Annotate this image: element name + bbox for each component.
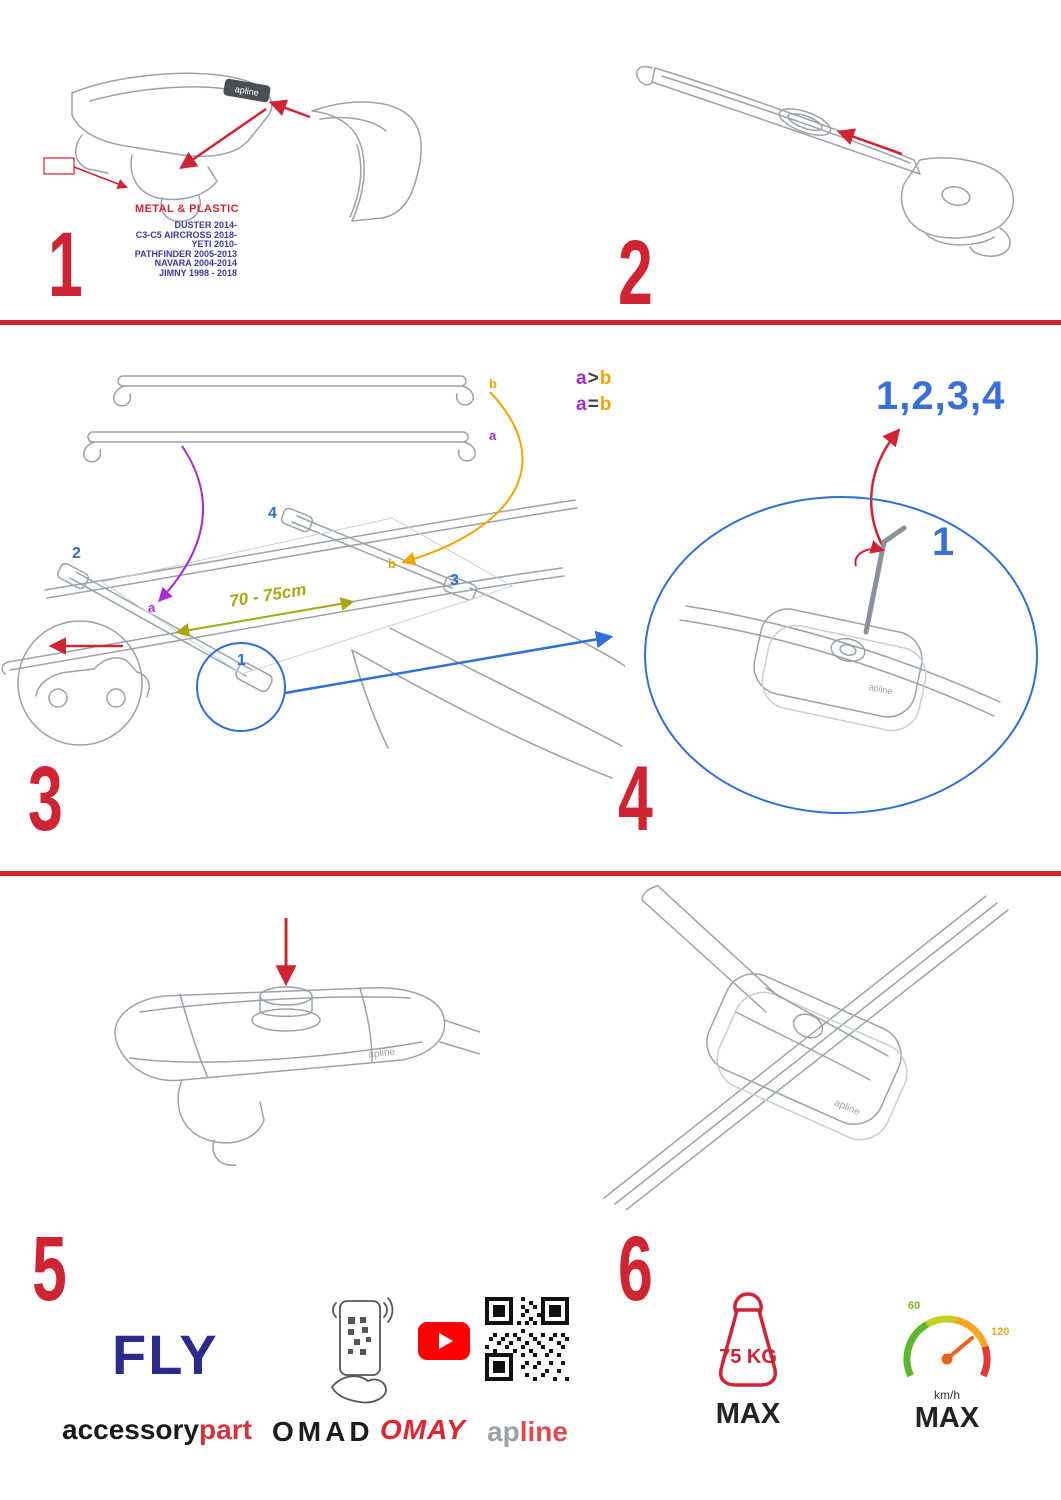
step3-number: 3 — [28, 748, 63, 850]
step1-model-list: DUSTER 2014- C3-C5 AIRCROSS 2018- YETI 2… — [95, 220, 237, 279]
car-direction-inset — [17, 620, 150, 746]
apline-mark: apline — [234, 84, 259, 98]
apline-badge: apline — [223, 78, 271, 103]
phone-scan-icon — [331, 1297, 394, 1404]
speed-max-label: MAX — [914, 1402, 980, 1434]
weight-icon — [718, 1292, 778, 1387]
speed-60-label: 60 — [908, 1300, 921, 1312]
qr-code-icon — [484, 1296, 570, 1382]
red-arrow-icon — [43, 99, 311, 189]
step5-knob-illustration: apline — [114, 918, 480, 1166]
step1-clamp-illustration: apline — [43, 72, 422, 222]
roof-label-b: b — [388, 556, 396, 571]
sequence-arrow-icon — [869, 428, 901, 546]
weight-value-label: 75 KG — [719, 1346, 777, 1368]
apline-logo: apline — [487, 1416, 568, 1448]
model-item: PATHFINDER 2005-2013 — [134, 248, 237, 259]
step2-bar-illustration — [636, 65, 1014, 257]
speed-120-label: 120 — [991, 1326, 1010, 1338]
accessorypart-logo: accessorypart — [62, 1414, 252, 1446]
apline-mark: apline — [368, 1047, 396, 1061]
model-item: NAVARA 2004-2014 — [154, 258, 237, 269]
step3-roof-illustration — [1, 375, 625, 779]
rubber-pad — [778, 108, 832, 136]
zoom-leader-arrow — [284, 630, 614, 695]
bar-label-a: a — [489, 428, 497, 443]
omad-logo: OMAD — [272, 1416, 374, 1447]
rule-left: a — [576, 394, 588, 415]
rule-op: = — [587, 394, 600, 415]
zoom-callout-number: 1 — [932, 520, 955, 564]
apline-mark: apline — [868, 682, 894, 697]
weight-max-label: MAX — [715, 1398, 781, 1430]
model-item: DUSTER 2014- — [174, 220, 237, 230]
red-arrow-icon — [836, 128, 903, 156]
bar-label-b: b — [489, 376, 497, 391]
position-label-1: 1 — [237, 652, 246, 669]
model-item: JIMNY 1998 - 2018 — [159, 267, 237, 278]
position-label-2: 2 — [72, 545, 81, 562]
speed-unit-label: km/h — [933, 1388, 960, 1402]
apline-line: line — [519, 1416, 568, 1447]
foot-callout-circle — [196, 642, 286, 732]
purple-guide-arrow — [158, 445, 204, 603]
apline-ap: ap — [487, 1416, 520, 1447]
step4-zoom-illustration: apline — [644, 496, 1038, 814]
step1-heading: METAL & PLASTIC — [135, 203, 239, 215]
roof-label-a: a — [148, 600, 156, 615]
section-divider — [0, 320, 1061, 325]
car-icon — [35, 657, 150, 698]
speedometer-icon — [903, 1315, 991, 1378]
model-item: YETI 2010- — [191, 239, 237, 250]
zoom-ellipse — [644, 496, 1038, 814]
step6-mounted-illustration: apline — [603, 885, 1009, 1210]
section-divider — [0, 871, 1061, 876]
tighten-sequence-label: 1,2,3,4 — [876, 374, 1006, 418]
rotate-arrow-icon — [854, 540, 885, 567]
rule-a-eq-b: a=b — [576, 394, 612, 416]
dimension-arrow — [175, 597, 355, 637]
step2-number: 2 — [618, 222, 653, 324]
hex-key-icon — [863, 525, 907, 635]
rule-op: > — [587, 368, 600, 389]
step5-number: 5 — [32, 1218, 67, 1320]
youtube-icon — [418, 1322, 470, 1360]
step1-number: 1 — [48, 214, 83, 316]
omay-logo: OMAY — [380, 1414, 466, 1445]
apline-mark: apline — [833, 1097, 862, 1118]
model-item: C3-C5 AIRCROSS 2018- — [135, 229, 237, 240]
step6-number: 6 — [618, 1218, 653, 1320]
step4-number: 4 — [618, 748, 653, 850]
accessorypart-accessory: accessory — [62, 1414, 200, 1445]
position-label-3: 3 — [450, 572, 459, 589]
accessorypart-part: part — [199, 1414, 252, 1445]
rule-right: b — [599, 394, 613, 415]
rule-left: a — [576, 368, 588, 389]
position-label-4: 4 — [268, 505, 277, 522]
knob-icon — [259, 986, 313, 1006]
fly-logo: FLY — [112, 1323, 219, 1386]
orange-guide-arrow — [401, 391, 524, 566]
rule-a-gt-b: a>b — [576, 368, 612, 390]
rule-right: b — [599, 368, 613, 389]
